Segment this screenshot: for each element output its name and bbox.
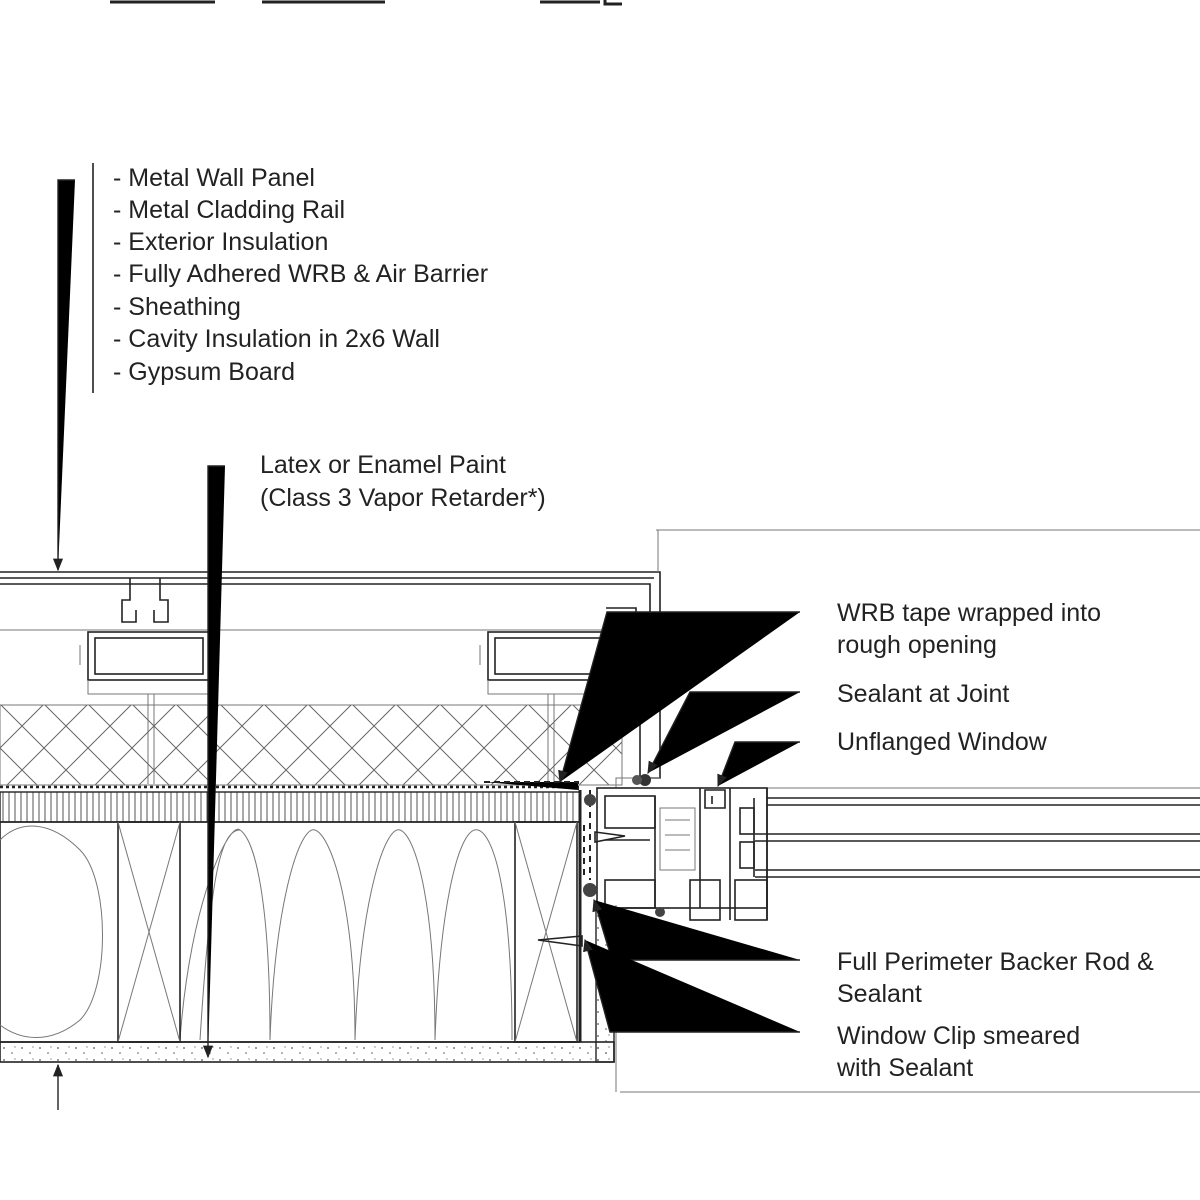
layer-label: - Gypsum Board — [113, 358, 295, 386]
layer-label: - Fully Adhered WRB & Air Barrier — [113, 260, 488, 288]
paint-note-line2: (Class 3 Vapor Retarder*) — [260, 484, 546, 512]
layer-label: - Exterior Insulation — [113, 228, 328, 256]
callout-window-clip-line2: with Sealant — [836, 1054, 973, 1082]
callout-wrb-tape-line2: rough opening — [837, 631, 997, 659]
callout-unflanged-window: Unflanged Window — [837, 728, 1048, 756]
backer-rod — [583, 883, 597, 897]
exterior-insulation — [0, 704, 623, 786]
joint-sealant-bead — [639, 774, 651, 786]
callout-backer-rod-line2: Sealant — [837, 980, 922, 1008]
callout-wrb-tape-line1: WRB tape wrapped into — [837, 599, 1101, 627]
callout-backer-rod-line1: Full Perimeter Backer Rod & — [837, 948, 1154, 976]
paint-note-line1: Latex or Enamel Paint — [260, 451, 506, 479]
gypsum-board — [0, 1041, 615, 1063]
cavity-insulation — [0, 821, 581, 1043]
callout-window-clip-line1: Window Clip smeared — [837, 1022, 1080, 1050]
wall-assembly — [0, 571, 661, 1063]
callout-backer-rod: Full Perimeter Backer Rod & Sealant — [837, 948, 1154, 1008]
layer-label: - Cavity Insulation in 2x6 Wall — [113, 325, 440, 353]
callout-wrb-tape: WRB tape wrapped into rough opening — [837, 599, 1101, 659]
leader-lines — [52, 163, 800, 1110]
callout-sealant-joint: Sealant at Joint — [837, 680, 1009, 708]
callout-window-clip: Window Clip smeared with Sealant — [836, 1022, 1080, 1082]
sheathing — [0, 791, 581, 823]
layer-list: - Metal Wall Panel - Metal Cladding Rail… — [113, 164, 488, 386]
layer-label: - Metal Cladding Rail — [113, 196, 345, 224]
paint-note: Latex or Enamel Paint (Class 3 Vapor Ret… — [260, 451, 546, 512]
layer-label: - Sheathing — [113, 293, 241, 321]
top-crop-remnants — [110, 0, 622, 6]
layer-label: - Metal Wall Panel — [113, 164, 315, 192]
